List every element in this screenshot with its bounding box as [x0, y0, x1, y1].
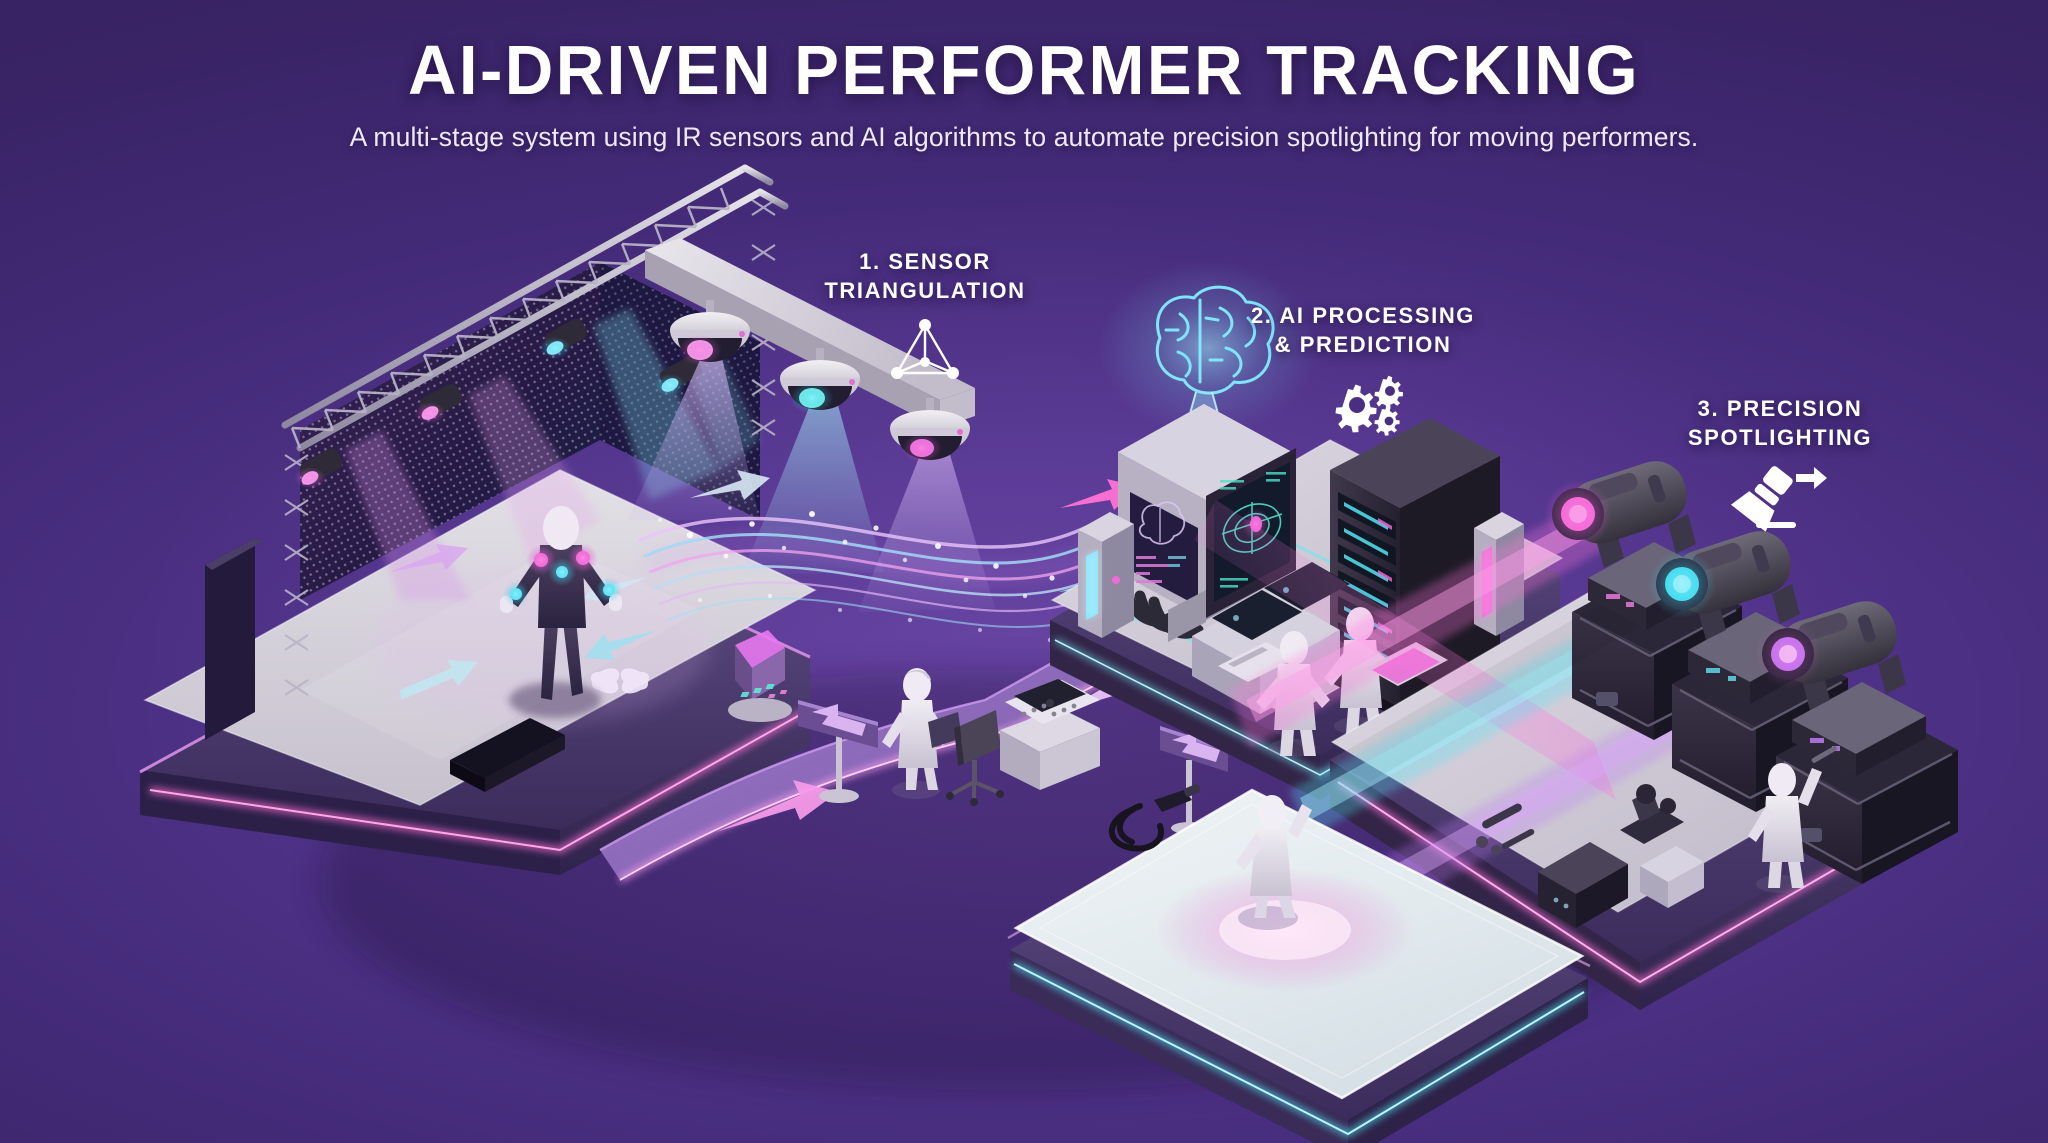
ir-dome-sensor — [890, 398, 970, 463]
spotlit-performer — [1236, 795, 1312, 930]
rig-technician — [1748, 745, 1837, 893]
header: AI-DRIVEN PERFORMER TRACKING A multi-sta… — [0, 0, 2048, 153]
control-desk — [740, 679, 1100, 790]
illuminated-target-stage — [1007, 788, 1591, 1143]
tracked-performer — [500, 506, 622, 718]
ir-dome-sensor — [670, 300, 750, 366]
page-subtitle: A multi-stage system using IR sensors an… — [349, 122, 1699, 152]
platform-shadow — [1330, 604, 1640, 782]
rig-accessories — [1476, 784, 1704, 928]
moving-head-fixture — [1754, 601, 1958, 884]
floor-technician — [882, 668, 962, 799]
marker-beacon — [728, 630, 792, 722]
direction-sign — [798, 700, 878, 803]
desk-chair — [946, 710, 1004, 806]
status-pylon — [1078, 512, 1134, 638]
cable-coil — [1108, 784, 1201, 852]
motion-arrows — [370, 544, 710, 792]
page-title: AI-DRIVEN PERFORMER TRACKING — [407, 31, 1641, 109]
ir-dome-sensor — [780, 348, 860, 414]
